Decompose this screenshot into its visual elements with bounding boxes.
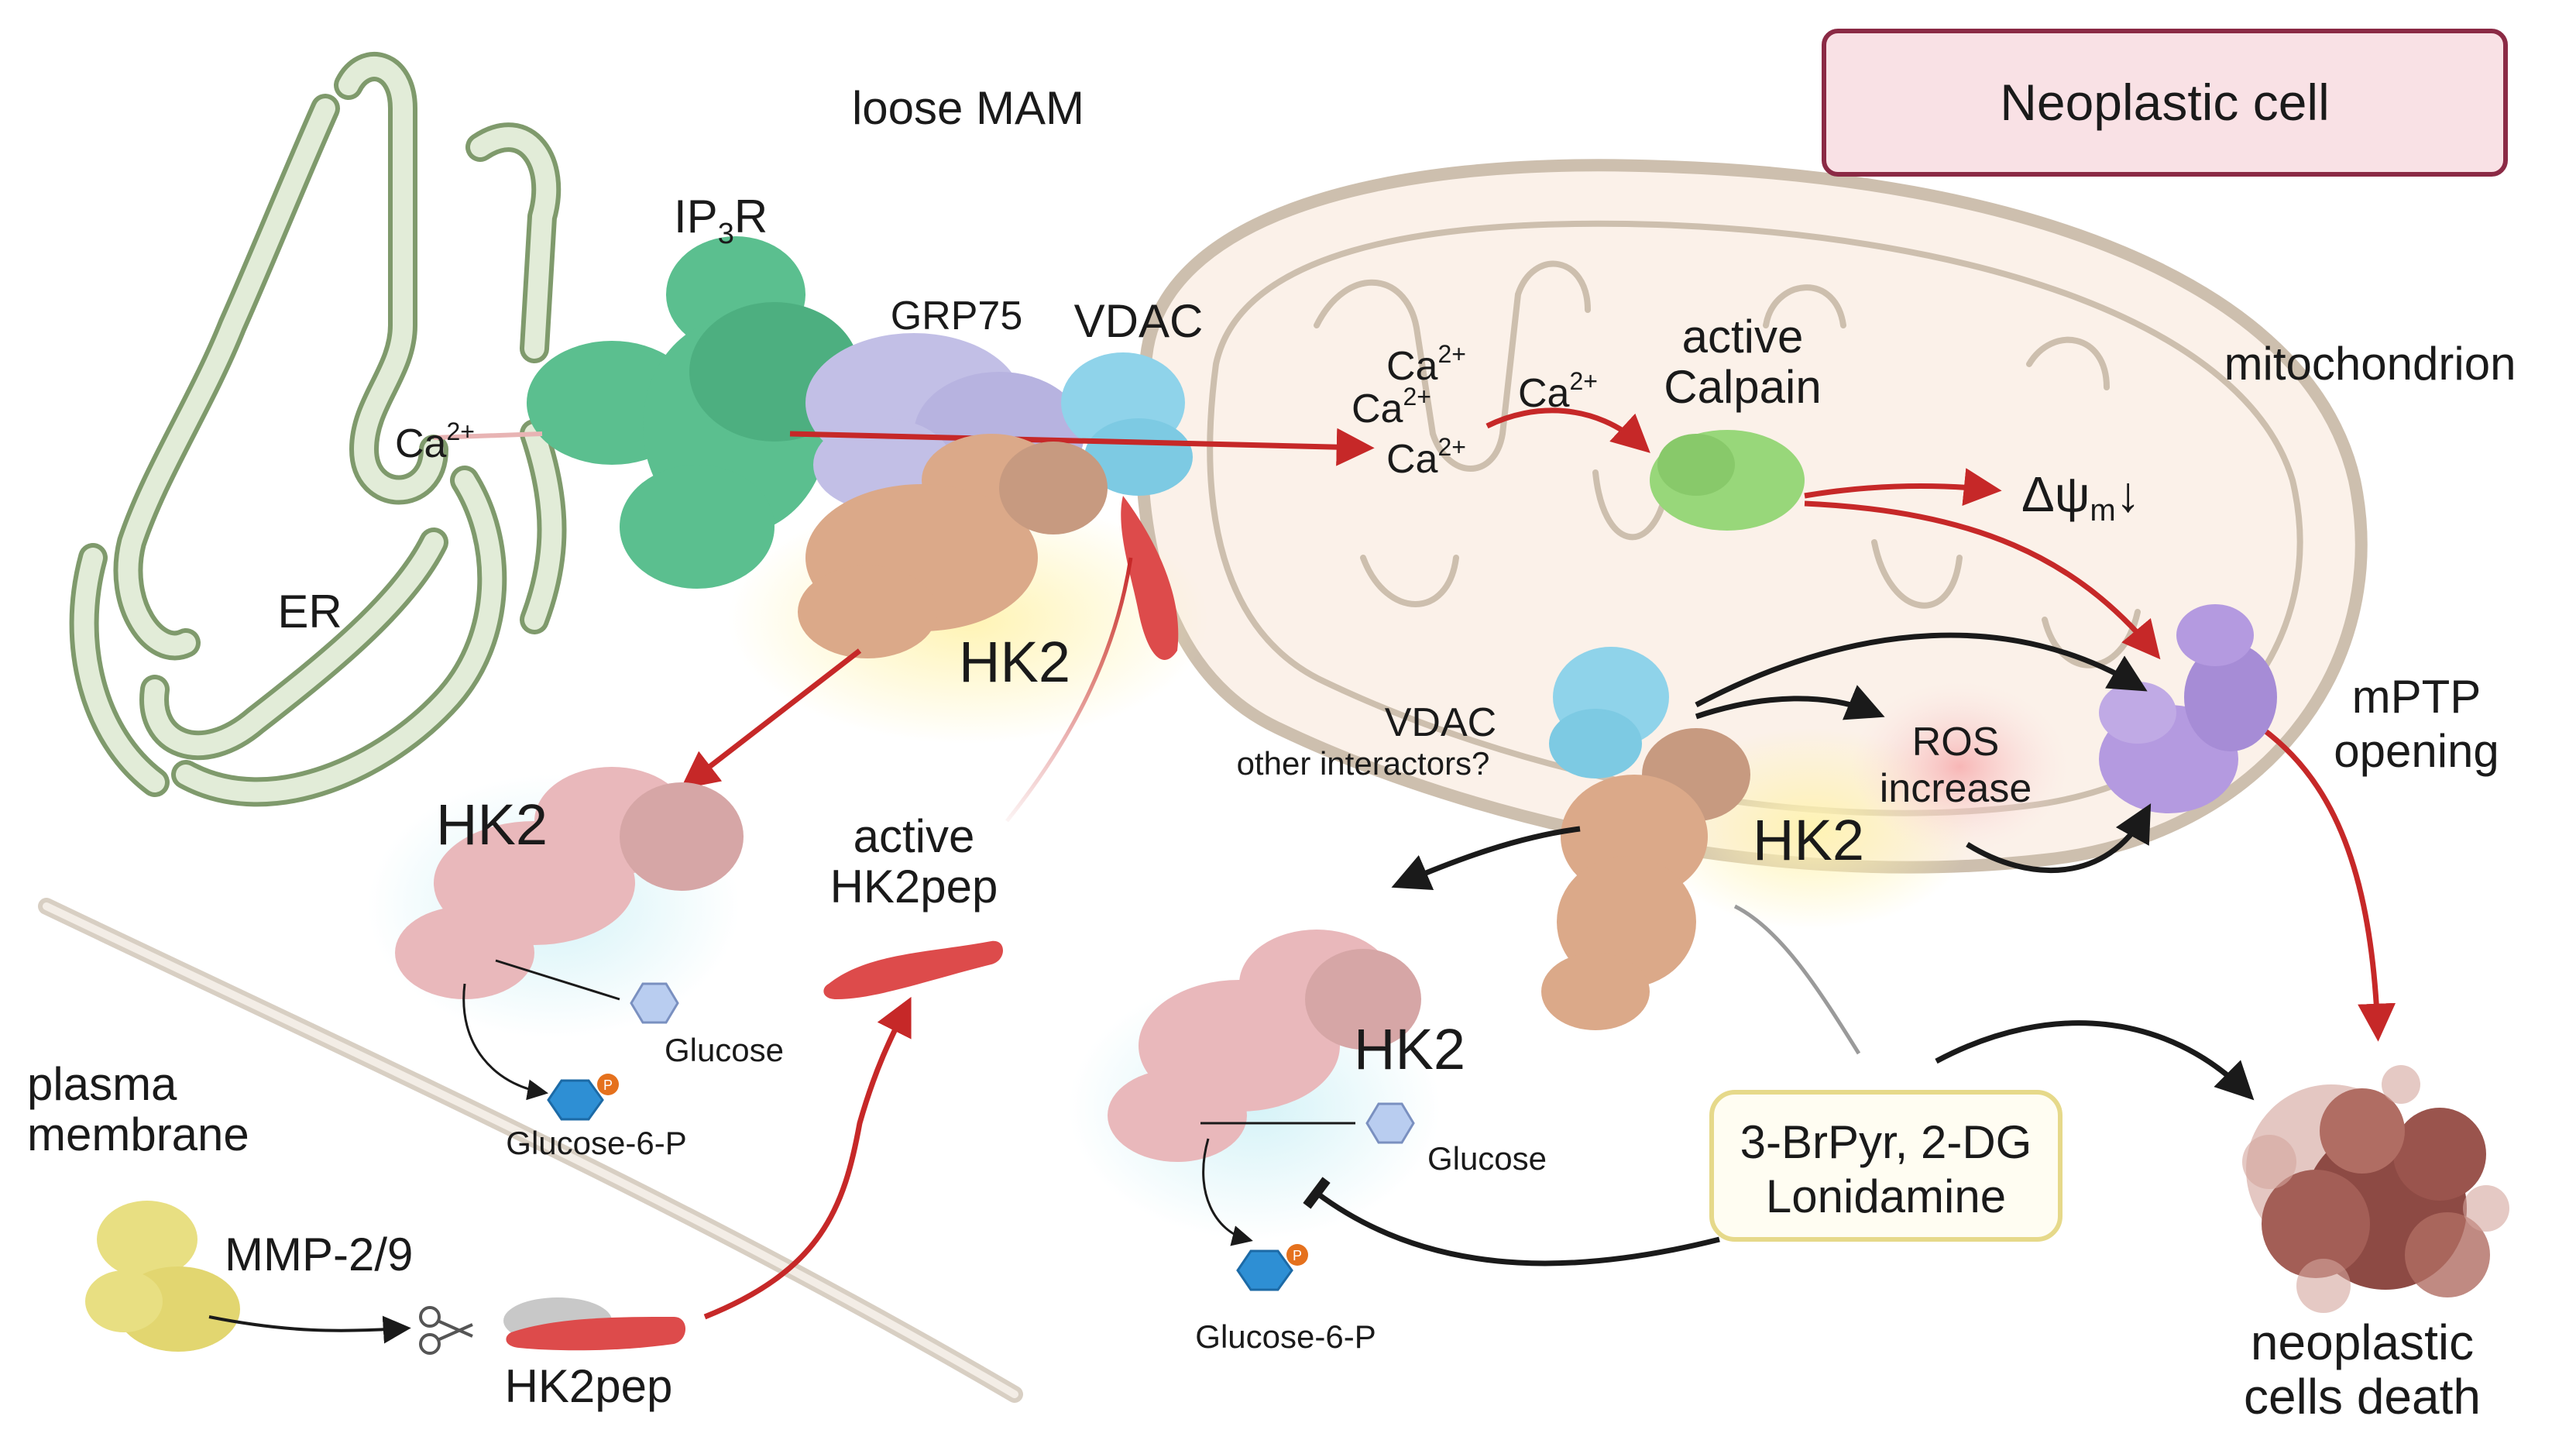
mptp-label-2: opening — [2334, 725, 2499, 777]
hk2-release-arrow — [680, 648, 862, 789]
g6p-left-label: Glucose-6-P — [506, 1125, 686, 1161]
mptp-label-1: mPTP — [2352, 671, 2482, 723]
hk2-left-label: HK2 — [436, 792, 548, 857]
active-calpain-label-1: active — [1682, 311, 1804, 363]
header-text: Neoplastic cell — [2000, 74, 2330, 131]
calpain-to-dpsi-arrow — [1804, 468, 2002, 506]
ca-flux-arrow-1 — [789, 428, 1375, 466]
glucose-left-hexagon — [630, 982, 679, 1024]
ca-label-3: Ca2+ — [1386, 433, 1466, 482]
ca-label-2: Ca2+ — [1352, 383, 1431, 431]
hk2-left-protein — [395, 767, 744, 999]
hk2pep-to-vdac-line — [1005, 557, 1133, 823]
dying-cells-cluster — [2242, 1065, 2509, 1313]
vdac-to-mptp-arrow — [1695, 632, 2148, 708]
hk2pep-to-active-arrow — [703, 996, 912, 1320]
loose-mam-label: loose MAM — [852, 82, 1084, 134]
calpain-protein — [1650, 430, 1805, 531]
ca-label-4: Ca2+ — [1518, 367, 1598, 416]
death-label-2: cells death — [2244, 1369, 2481, 1425]
hk2pep-peptide — [503, 1297, 685, 1351]
vdac-to-ros-arrow — [1695, 685, 1885, 720]
ros-label-2: increase — [1880, 766, 2032, 811]
ros-to-mptp-arrow — [1966, 803, 2152, 874]
mptp-to-death-arrow — [2237, 710, 2396, 1042]
vdac-mid-protein — [1549, 647, 1669, 778]
hk2-mid-label: HK2 — [1753, 808, 1864, 872]
hk2pep-label: HK2pep — [505, 1360, 673, 1412]
active-hk2pep-label-2: HK2pep — [830, 861, 998, 912]
delta-psi-label: Δψm↓ — [2021, 466, 2141, 528]
other-interactors-label: other interactors? — [1237, 745, 1490, 782]
plasma-membrane-label-1: plasma — [27, 1058, 177, 1110]
neoplastic-cell-header: Neoplastic cell — [1822, 29, 2508, 177]
endoplasmic-reticulum — [69, 52, 567, 807]
hk2-mid-protein — [1541, 728, 1750, 1030]
hk2-mid-to-hk2-right-arrow — [1391, 826, 1581, 891]
plasma-membrane — [38, 898, 1023, 1403]
hk2-bottom-label: HK2 — [1354, 1017, 1465, 1081]
drugs-box: 3-BrPyr, 2-DG Lonidamine — [1709, 1090, 2063, 1242]
death-label-1: neoplastic — [2251, 1315, 2474, 1370]
drugs-inhibit-hk2-right — [1303, 1177, 1720, 1266]
mmp-label: MMP-2/9 — [225, 1229, 413, 1280]
vdac-mid-label: VDAC — [1385, 700, 1496, 745]
drugs-inhibit-hk2-mid — [1733, 904, 1861, 1055]
ros-glow — [1851, 682, 2068, 852]
phospho-right-label: P — [1293, 1248, 1302, 1263]
drugs-line-2: Lonidamine — [1766, 1170, 2006, 1222]
plasma-membrane-label-2: membrane — [27, 1108, 249, 1160]
mmp-cleave-arrow — [208, 1315, 411, 1344]
scissors-icon — [419, 1306, 473, 1355]
hk2-top-label: HK2 — [959, 630, 1070, 694]
g6p-right-label: Glucose-6-P — [1195, 1318, 1376, 1355]
ca-label-1: Ca2+ — [1386, 340, 1466, 389]
ca-er-line — [433, 431, 543, 440]
active-calpain-label-2: Calpain — [1664, 361, 1821, 413]
hk2-right-reaction-arrow — [1202, 1138, 1253, 1246]
glucose-right-hexagon — [1365, 1102, 1415, 1144]
hk2-left-reaction-line — [495, 959, 620, 1001]
mptp-protein — [2099, 604, 2277, 813]
drugs-line-1: 3-BrPyr, 2-DG — [1740, 1116, 2032, 1168]
ca-flux-arrow-2 — [1485, 407, 1650, 453]
hk2-top-protein — [798, 434, 1179, 660]
hk2-right-protein — [1108, 930, 1421, 1162]
active-hk2pep-peptide — [823, 940, 1003, 999]
ros-label-1: ROS — [1912, 720, 2000, 765]
mitochondrion-label: mitochondrion — [2224, 338, 2516, 390]
hk2-left-reaction-arrow — [462, 983, 548, 1101]
er-label: ER — [277, 586, 342, 638]
active-hk2pep-label-1: active — [854, 810, 975, 862]
ca-er-label: Ca2+ — [395, 418, 475, 466]
glucose-left-label: Glucose — [665, 1032, 784, 1068]
mmp-protein — [85, 1201, 240, 1352]
g6p-left-hexagon: P — [547, 1074, 619, 1121]
phospho-left-label: P — [603, 1077, 613, 1093]
calpain-to-mptp-arrow — [1804, 500, 2161, 660]
ip3r-label: IP3R — [674, 191, 768, 250]
vdac-top-protein — [1061, 352, 1193, 496]
glucose-right-label: Glucose — [1427, 1140, 1547, 1177]
drugs-to-death-arrow — [1935, 1020, 2255, 1101]
vdac-top-label: VDAC — [1074, 295, 1204, 347]
g6p-right-hexagon: P — [1236, 1244, 1308, 1291]
grp75-label: GRP75 — [891, 294, 1023, 339]
